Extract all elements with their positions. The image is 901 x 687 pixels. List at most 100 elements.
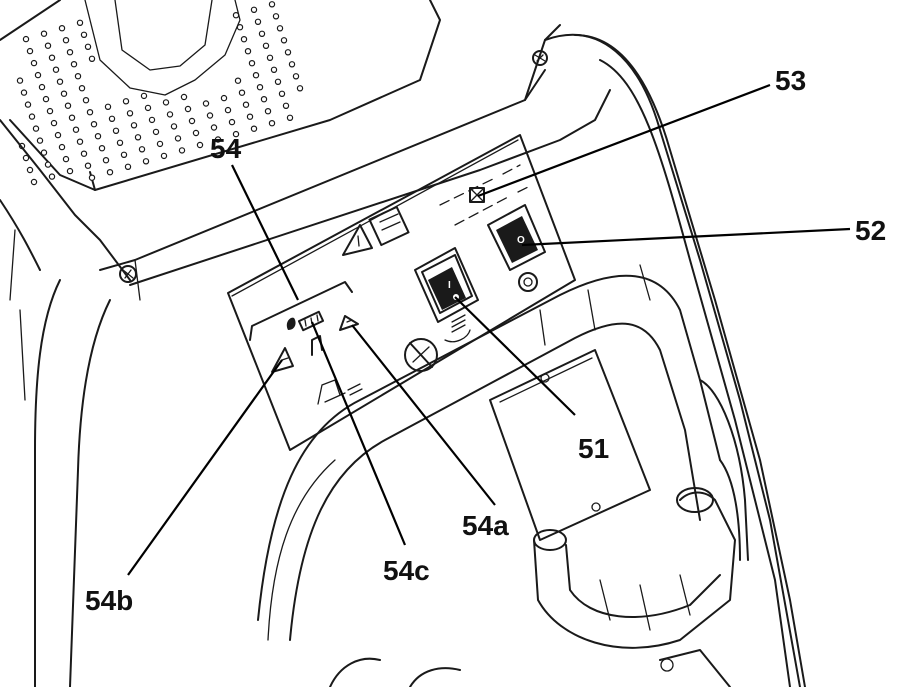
perforation-hole [98, 144, 106, 152]
perforation-hole [292, 73, 300, 80]
machine-body [0, 24, 806, 687]
perforation-hole [276, 25, 284, 32]
perforation-hole [232, 130, 240, 138]
callout-51: 51 [578, 433, 609, 464]
perforation-hole [86, 108, 94, 116]
perforated-top-tray [0, 0, 441, 191]
perforation-hole [58, 25, 66, 32]
perforation-hole [116, 139, 124, 146]
perforation-hole [240, 36, 248, 43]
perforation-hole [148, 116, 156, 124]
callout-54: 54 [210, 133, 242, 164]
perforation-hole [44, 42, 52, 49]
callout-53: 53 [775, 65, 806, 96]
perforation-hole [26, 47, 34, 55]
switch-off-symbol: O [517, 235, 525, 246]
perforation-hole [84, 43, 92, 51]
perforation-hole [264, 107, 272, 115]
perforation-hole [20, 89, 28, 96]
perforation-hole [248, 60, 256, 67]
perforation-hole [40, 30, 48, 37]
perforation-hole [82, 96, 90, 104]
perforation-hole [62, 37, 70, 44]
perforation-hole [84, 162, 92, 169]
perforation-hole [162, 99, 170, 106]
indicator-group [271, 310, 363, 405]
perforation-hole [64, 102, 72, 109]
perforation-hole [130, 122, 138, 129]
perforation-hole [56, 78, 64, 85]
perforation-hole [278, 90, 286, 98]
perforation-hole [144, 104, 152, 112]
perforation-hole [224, 106, 232, 114]
perforation-hole [214, 136, 222, 143]
perforation-hole [268, 1, 276, 8]
perforation-hole [286, 114, 294, 122]
perforation-hole [40, 149, 48, 156]
perforation-hole [280, 37, 288, 44]
perforation-hole [74, 72, 82, 80]
perforation-hole [30, 178, 38, 186]
leader-54c [310, 321, 407, 546]
perforation-hole [120, 151, 128, 158]
perforation-hole [66, 167, 74, 175]
perforation-hole [180, 93, 188, 101]
perforation-hole [246, 113, 254, 120]
perforation-hole [274, 78, 282, 86]
push-handle [257, 264, 749, 641]
perforation-hole [70, 60, 78, 68]
perforation-hole [254, 18, 262, 25]
perforation-hole [238, 89, 246, 96]
main-power-switch: I [414, 247, 479, 343]
perforation-hole [140, 92, 148, 100]
perforation-hole [260, 95, 268, 103]
perforation-hole [178, 147, 186, 154]
control-panel-plate: I O [227, 134, 576, 451]
perforation-hole [288, 61, 296, 68]
perforation-hole [202, 100, 210, 107]
perforation-hole [262, 42, 270, 50]
perforation-hole [252, 71, 260, 79]
perforation-hole [192, 129, 200, 137]
perforation-hole [196, 141, 204, 149]
callout-54b: 54b [85, 585, 133, 616]
perforation-hole [188, 117, 196, 125]
warning-manual-icon [342, 205, 410, 256]
perforation-hole [220, 94, 228, 102]
perforation-hole [50, 119, 58, 127]
perforation-hole [36, 137, 44, 144]
perforation-hole [46, 107, 54, 115]
perforation-hole [156, 140, 164, 148]
perforation-hole [16, 77, 24, 84]
callout-labels: 53 52 51 54 54a 54b 54c [85, 65, 886, 616]
perforation-hole [52, 66, 60, 73]
callout-52: 52 [855, 215, 886, 246]
perforation-hole [284, 49, 292, 56]
perforation-hole [210, 124, 218, 131]
perforation-hole [166, 111, 174, 118]
perforation-hole [22, 154, 30, 162]
perforation-hole [174, 135, 182, 142]
perforation-hole [170, 123, 178, 130]
perforation-hole [234, 77, 242, 84]
perforation-hole [250, 6, 258, 14]
perforation-hole [106, 168, 114, 176]
indicator-light [469, 187, 485, 203]
perforation-hole [142, 158, 150, 165]
perforation-hole [232, 12, 240, 19]
leader-lines [127, 83, 851, 576]
perforation-hole [48, 173, 56, 180]
perforation-hole [24, 101, 32, 108]
perforation-hole [282, 102, 290, 110]
perforation-hole [76, 138, 84, 145]
perforation-hole [72, 126, 80, 133]
perforation-hole [66, 49, 74, 56]
perforation-hole [134, 134, 142, 141]
perforation-hole [108, 115, 116, 123]
perforation-hole [76, 19, 84, 26]
callout-54c: 54c [383, 555, 430, 586]
perforation-hole [206, 112, 214, 119]
perforation-hole [58, 143, 66, 151]
